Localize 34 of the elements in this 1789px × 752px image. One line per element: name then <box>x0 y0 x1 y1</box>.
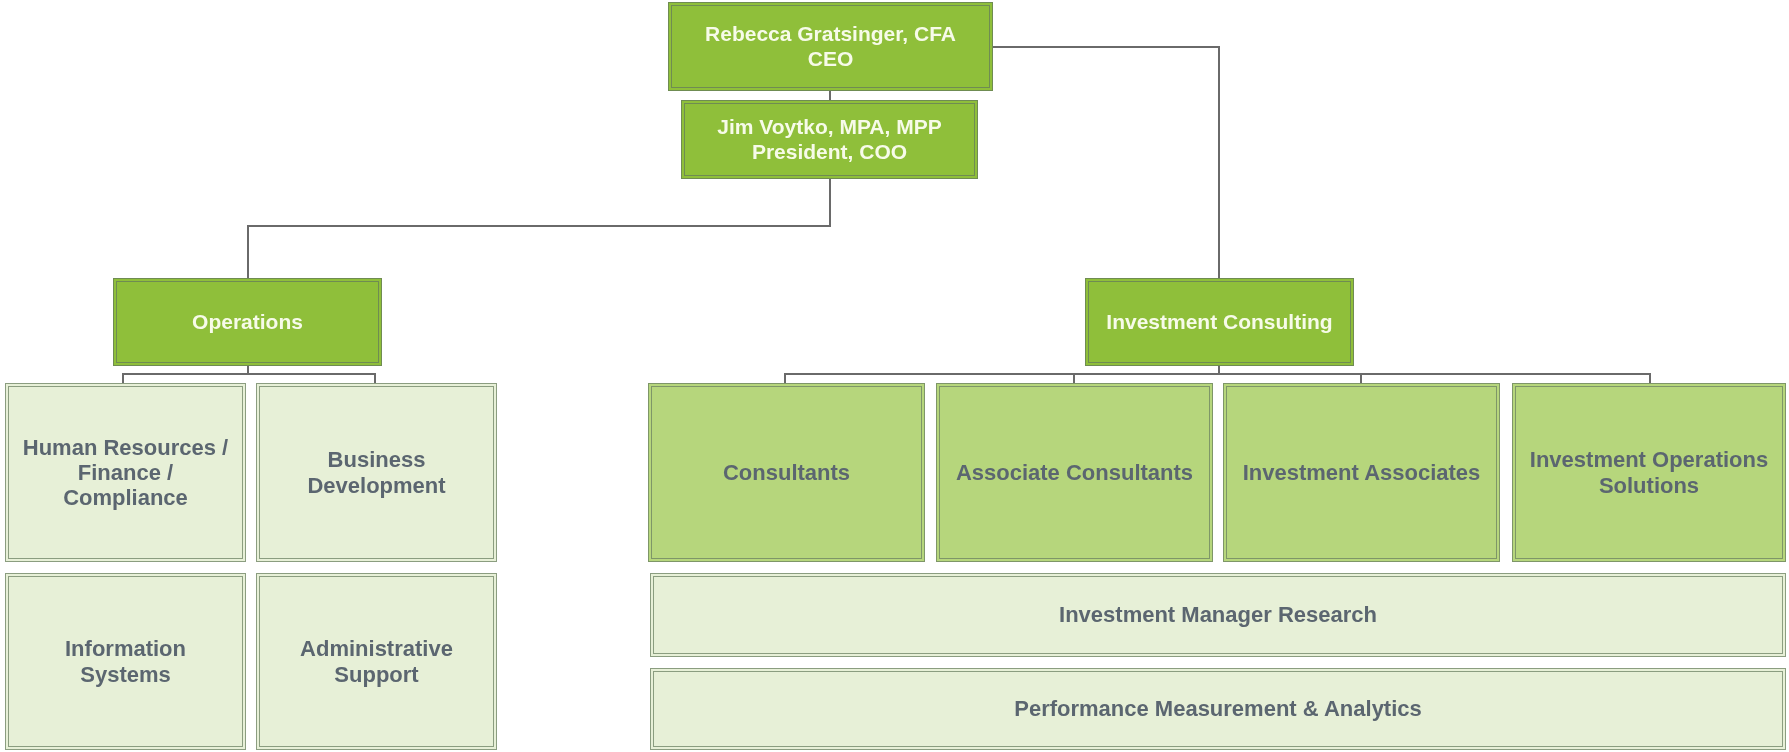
box-label: Rebecca Gratsinger, CFA <box>705 22 956 47</box>
box-label: Information Systems <box>64 636 187 687</box>
team-box <box>5 383 246 562</box>
box-label: Jim Voytko, MPA, MPP <box>717 115 942 140</box>
box-label: Administrative Support <box>299 636 454 687</box>
box-label: Human Resources / Finance / Compliance <box>21 434 230 511</box>
box-label: Investment Consulting <box>1106 309 1333 335</box>
box-label: Investment Manager Research <box>1059 602 1377 628</box>
team-box <box>5 573 246 750</box>
team-box <box>936 383 1213 562</box>
box-label: Investment Associates <box>1242 459 1481 486</box>
box-label: Operations <box>192 309 303 335</box>
team-box <box>256 383 497 562</box>
role-box <box>113 278 382 366</box>
connector-line <box>247 365 376 384</box>
box-label: Investment Operations Solutions <box>1528 447 1770 498</box>
role-box <box>1085 278 1354 366</box>
connector-line <box>992 46 1220 279</box>
box-label: Associate Consultants <box>955 459 1194 486</box>
role-box <box>681 100 978 179</box>
box-label: President, COO <box>751 139 908 164</box>
box-label: Performance Measurement & Analytics <box>1014 696 1422 722</box>
box-label: Consultants <box>722 459 851 486</box>
team-box <box>1223 383 1500 562</box>
connector-line <box>829 90 831 101</box>
box-label: CEO <box>807 46 854 71</box>
team-box <box>650 668 1786 750</box>
team-box <box>650 573 1786 657</box>
team-box <box>648 383 925 562</box>
team-box <box>1512 383 1786 562</box>
connector-line <box>247 178 831 279</box>
role-box <box>668 2 993 91</box>
box-label: Business Development <box>306 447 447 498</box>
team-box <box>256 573 497 750</box>
